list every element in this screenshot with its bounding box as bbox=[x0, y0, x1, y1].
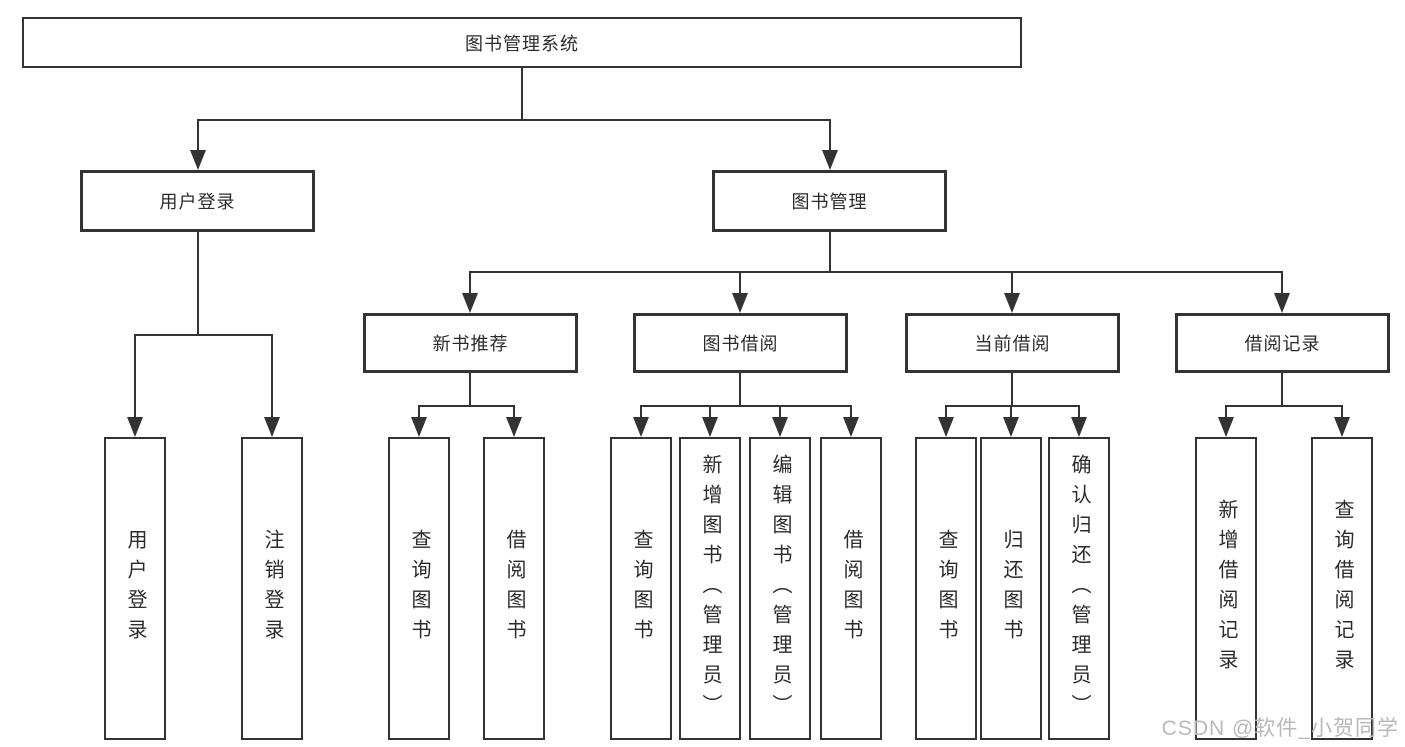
arrowhead bbox=[462, 293, 478, 313]
arrowhead bbox=[822, 150, 838, 170]
arrowhead bbox=[938, 417, 954, 437]
arrowhead bbox=[190, 150, 206, 170]
node-borrow-records-label: 借阅记录 bbox=[1244, 334, 1321, 354]
leaf-return-book: 归还图书 bbox=[980, 437, 1042, 740]
leaf-borrow-books-recommend-label: 借阅图书 bbox=[503, 528, 525, 649]
connector-user-login-branch bbox=[134, 232, 273, 435]
node-book-management-label: 图书管理 bbox=[791, 192, 868, 212]
node-book-management: 图书管理 bbox=[712, 170, 947, 232]
node-book-borrowing: 图书借阅 bbox=[633, 313, 848, 373]
arrowhead bbox=[1071, 417, 1087, 437]
arrowhead bbox=[411, 417, 427, 437]
leaf-query-books-recommend: 查询图书 bbox=[388, 437, 450, 740]
node-current-borrowing: 当前借阅 bbox=[905, 313, 1120, 373]
node-book-borrowing-label: 图书借阅 bbox=[702, 334, 779, 354]
node-borrow-records: 借阅记录 bbox=[1175, 313, 1390, 373]
node-new-book-recommend-label: 新书推荐 bbox=[432, 334, 509, 354]
node-root-label: 图书管理系统 bbox=[465, 33, 579, 54]
node-user-login-label: 用户登录 bbox=[159, 192, 236, 212]
connector-borrow-records-branch bbox=[1225, 373, 1343, 435]
leaf-user-login-label: 用户登录 bbox=[124, 528, 146, 649]
connector-root-to-level1 bbox=[197, 68, 831, 168]
node-user-login: 用户登录 bbox=[80, 170, 315, 232]
watermark: CSDN @软件_小贺同学 bbox=[1161, 717, 1399, 740]
arrowhead bbox=[1274, 293, 1290, 313]
leaf-confirm-return-admin: 确认归还（管理员） bbox=[1048, 437, 1110, 740]
node-root: 图书管理系统 bbox=[22, 17, 1022, 68]
leaf-borrow-books-2: 借阅图书 bbox=[820, 437, 882, 740]
leaf-query-books-recommend-label: 查询图书 bbox=[408, 528, 430, 649]
arrowhead bbox=[1003, 417, 1019, 437]
leaf-add-borrow-record: 新增借阅记录 bbox=[1195, 437, 1257, 740]
leaf-borrow-books-2-label: 借阅图书 bbox=[840, 528, 862, 649]
leaf-logout: 注销登录 bbox=[241, 437, 303, 740]
leaf-logout-label: 注销登录 bbox=[261, 528, 283, 649]
leaf-query-books-borrow: 查询图书 bbox=[610, 437, 672, 740]
arrowhead bbox=[1334, 417, 1350, 437]
arrowhead bbox=[772, 417, 788, 437]
arrowheads bbox=[127, 150, 1350, 437]
leaf-query-borrow-record: 查询借阅记录 bbox=[1311, 437, 1373, 740]
arrowhead bbox=[1004, 293, 1020, 313]
arrowhead bbox=[732, 293, 748, 313]
leaf-add-borrow-record-label: 新增借阅记录 bbox=[1215, 498, 1237, 679]
leaf-add-book-admin-label: 新增图书（管理员） bbox=[699, 453, 721, 724]
arrowhead bbox=[127, 417, 143, 437]
arrowhead bbox=[843, 417, 859, 437]
leaf-borrow-books-recommend: 借阅图书 bbox=[483, 437, 545, 740]
connector-book-management-branch bbox=[469, 232, 1283, 311]
connector-book-borrow-branch bbox=[640, 373, 852, 435]
leaf-query-borrow-record-label: 查询借阅记录 bbox=[1331, 498, 1353, 679]
leaf-add-book-admin: 新增图书（管理员） bbox=[679, 437, 741, 740]
leaf-query-books-current: 查询图书 bbox=[915, 437, 977, 740]
leaf-query-books-current-label: 查询图书 bbox=[935, 528, 957, 649]
arrowhead bbox=[506, 417, 522, 437]
leaf-confirm-return-admin-label: 确认归还（管理员） bbox=[1068, 453, 1090, 724]
leaf-user-login: 用户登录 bbox=[104, 437, 166, 740]
leaf-edit-book-admin: 编辑图书（管理员） bbox=[749, 437, 811, 740]
arrowhead bbox=[702, 417, 718, 437]
arrowhead bbox=[264, 417, 280, 437]
arrowhead bbox=[633, 417, 649, 437]
arrowhead bbox=[1218, 417, 1234, 437]
leaf-return-book-label: 归还图书 bbox=[1000, 528, 1022, 649]
connector-new-books-branch bbox=[418, 373, 515, 435]
leaf-edit-book-admin-label: 编辑图书（管理员） bbox=[769, 453, 791, 724]
node-new-book-recommend: 新书推荐 bbox=[363, 313, 578, 373]
node-current-borrowing-label: 当前借阅 bbox=[974, 334, 1051, 354]
leaf-query-books-borrow-label: 查询图书 bbox=[630, 528, 652, 649]
